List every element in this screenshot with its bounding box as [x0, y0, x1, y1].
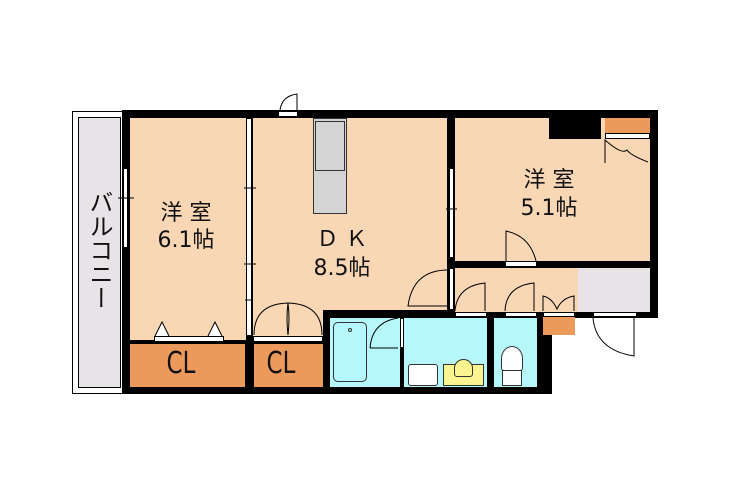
sink-icon — [315, 121, 345, 171]
western-room-2 — [455, 118, 650, 261]
dk-hall-door — [449, 268, 454, 310]
partition-room1-dk — [246, 118, 252, 336]
window-balcony — [123, 168, 128, 248]
room-2-size: 5.1帖 — [520, 196, 578, 221]
bathtub-icon — [333, 322, 367, 382]
toilet-tank-icon — [502, 370, 522, 386]
dk-name: Ｄ Ｋ — [316, 227, 368, 252]
entrance-door-opening — [593, 312, 637, 317]
room-1-name: 洋 室 — [160, 201, 212, 226]
room-1-size: 6.1帖 — [157, 228, 215, 253]
shoe-closet-door — [543, 312, 575, 317]
balcony — [72, 111, 127, 394]
pillar — [549, 118, 601, 139]
washing-machine-icon — [408, 364, 438, 386]
dk-size: 8.5帖 — [313, 256, 371, 281]
entrance-genkan — [578, 268, 650, 312]
closet-1-door — [154, 336, 224, 342]
partition-dk-room2 — [449, 168, 454, 258]
bath-door-opening — [455, 312, 487, 317]
room-2-name: 洋 室 — [523, 168, 575, 193]
closet-3-door — [605, 133, 650, 139]
closet-2-label: CL — [266, 346, 296, 381]
top-door-opening — [278, 111, 298, 117]
bath-wash-partition — [400, 318, 404, 348]
dining-kitchen — [253, 118, 447, 310]
closet-3 — [605, 118, 650, 133]
western-room-1 — [130, 118, 246, 340]
balcony-label: バルコニー — [85, 190, 113, 310]
basin-bowl-icon — [454, 359, 473, 377]
closet-2 — [254, 344, 323, 387]
toilet-door-opening — [505, 312, 537, 317]
closet-1-label: CL — [166, 346, 196, 381]
room2-door-opening — [505, 261, 537, 267]
closet-2-door — [253, 336, 323, 342]
closet-1 — [130, 344, 245, 387]
drain-icon — [348, 328, 352, 332]
shoe-closet — [543, 317, 575, 335]
